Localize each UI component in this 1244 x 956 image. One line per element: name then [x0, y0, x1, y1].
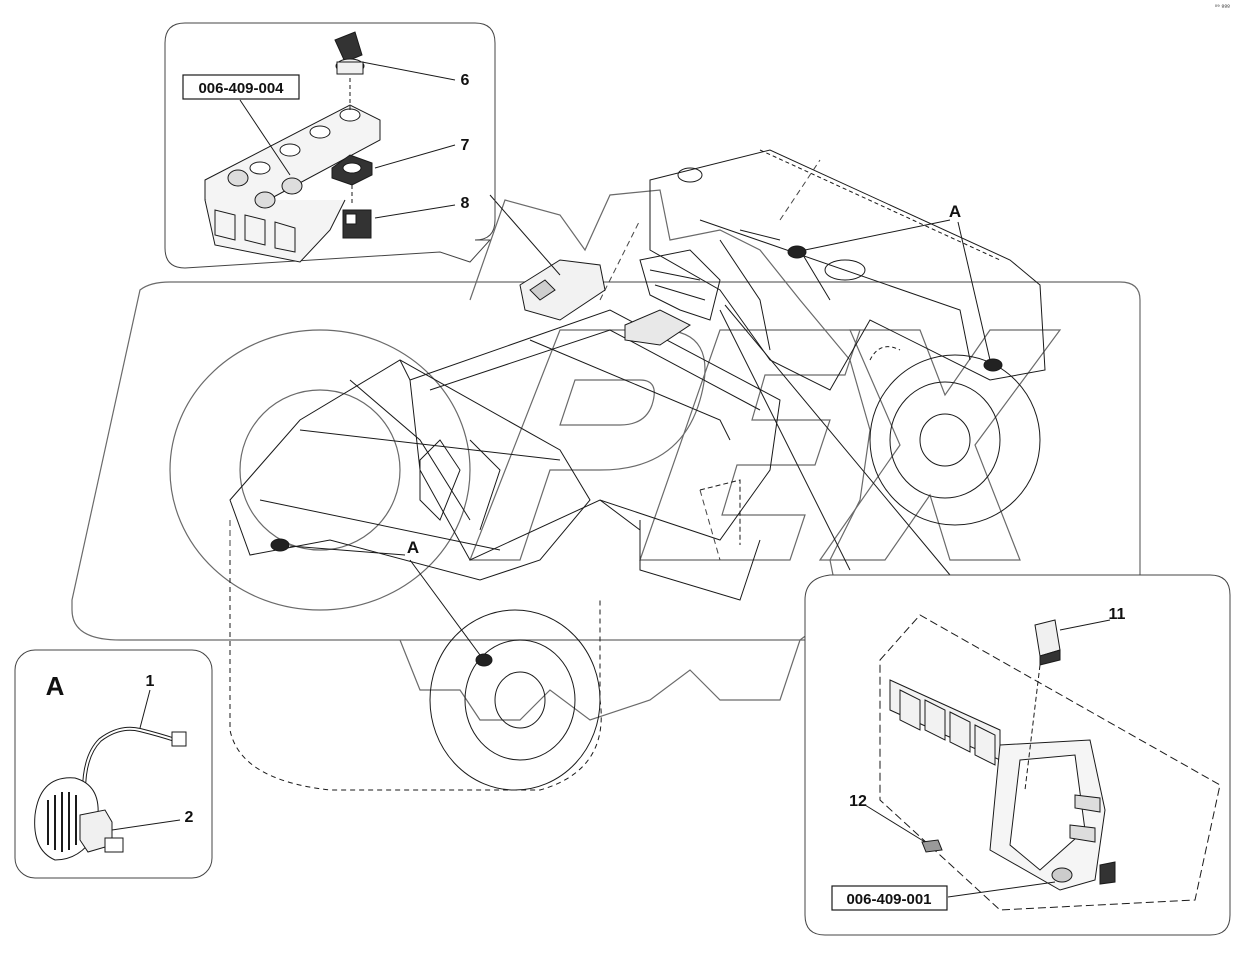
contact-block	[342, 209, 372, 239]
top-inset-leaders	[239, 61, 456, 219]
callout-2: 2	[185, 809, 194, 826]
callout-7: 7	[461, 137, 470, 154]
a-leaders	[289, 219, 991, 656]
detail-a-inset: A 1 2	[14, 649, 213, 879]
inset-leaders	[489, 194, 951, 576]
detail-a-marker: A	[46, 671, 65, 701]
callout-1: 1	[146, 673, 155, 690]
callout-6: 6	[461, 72, 470, 89]
fuse-box	[989, 739, 1116, 891]
front-frame	[229, 359, 591, 581]
view-marker-a-center: A	[407, 538, 419, 557]
rear-drum	[869, 346, 1041, 526]
ref-box-top-label: 006-409-004	[198, 80, 284, 97]
connector	[171, 731, 187, 747]
relay	[1034, 619, 1061, 666]
fusebox-inset: 006-409-001 11 12	[804, 574, 1231, 936]
ref-box-bottom	[831, 885, 948, 911]
top-inset: 006-409-004 6 7 8	[164, 22, 496, 269]
ref-box-top	[182, 74, 300, 100]
reference-lines	[229, 159, 821, 561]
corner-mark: ⁰⁹ ººº	[1214, 4, 1230, 11]
fusebox-leaders	[864, 619, 1111, 898]
callout-12: 12	[849, 793, 867, 810]
operator-console	[519, 249, 721, 346]
ref-box-bottom-label: 006-409-001	[846, 891, 931, 908]
holder-ring	[331, 154, 373, 186]
selector-knob	[334, 31, 365, 75]
detail-a-leaders	[111, 689, 181, 831]
front-drum	[229, 560, 602, 791]
sensor-locations	[270, 245, 1003, 667]
fuse	[921, 839, 943, 853]
proximity-sensor	[34, 777, 124, 861]
callout-11: 11	[1109, 606, 1126, 623]
engine-hood	[649, 149, 1046, 391]
view-marker-a-top-right: A	[949, 202, 961, 221]
chassis	[409, 309, 781, 601]
callout-8: 8	[461, 195, 470, 212]
machine-frame	[229, 149, 1046, 791]
switch-panel-plate	[204, 104, 381, 263]
